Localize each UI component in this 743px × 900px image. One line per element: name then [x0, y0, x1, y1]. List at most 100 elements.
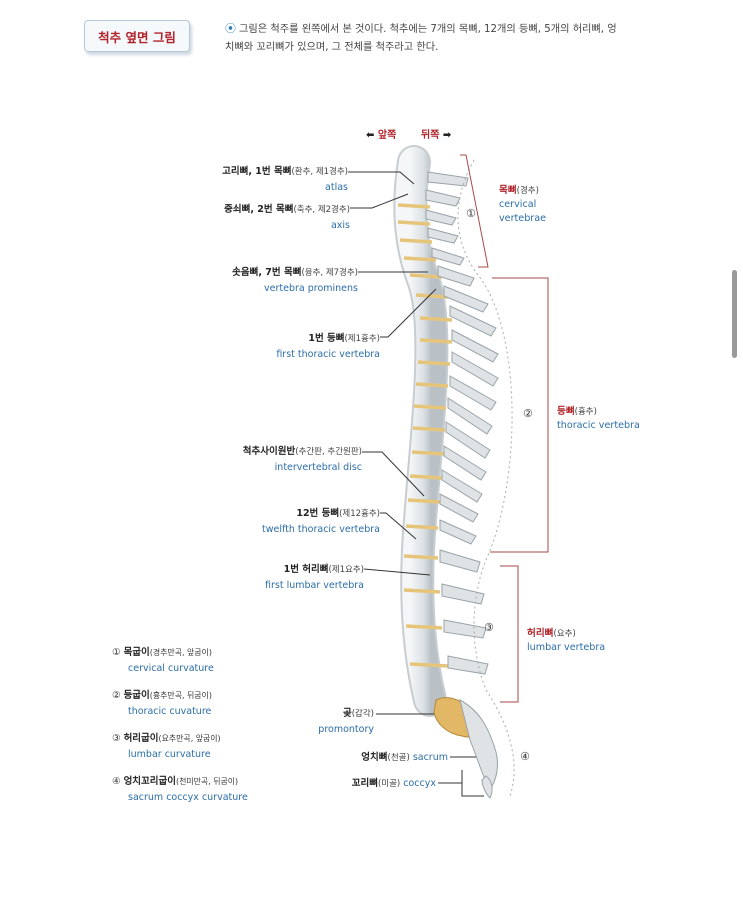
region-cervical: 목뼈(경추) cervical vertebrae: [499, 184, 546, 226]
label-sacrum: 엉치뼈(천골) sacrum: [250, 750, 448, 766]
label-coccyx-ko: 꼬리뼈: [351, 778, 378, 789]
intro-line-2: 치뼈와 꼬리뼈가 있으며, 그 전체를 척주라고 한다.: [225, 42, 439, 53]
label-twelfth-thoracic-sub: (제12흉추): [339, 509, 380, 519]
region-lumbar: 허리뼈(요추) lumbar vertebra: [527, 627, 605, 655]
legend-item-2: ② 등굽이(흉추만곡, 뒤굽이) thoracic cuvature: [112, 688, 212, 720]
label-axis: 중쇠뼈, 2번 목뼈(축추, 제2경추) axis: [150, 202, 350, 233]
label-prominens-en: vertebra prominens: [264, 283, 358, 294]
region-lumbar-ko: 허리뼈: [527, 628, 554, 639]
label-sacrum-en: sacrum: [412, 752, 448, 763]
region-num-3: ③: [484, 621, 494, 634]
legend-item-1: ① 목굽이(경추만곡, 앞굽이) cervical curvature: [112, 645, 214, 677]
label-sacrum-sub: (천골): [387, 753, 410, 763]
label-axis-sub: (축추, 제2경추): [293, 205, 350, 215]
label-first-thoracic-sub: (제1흉추): [344, 334, 380, 344]
leader-axis: [350, 193, 409, 209]
label-first-lumbar: 1번 허리뼈(제1요추) first lumbar vertebra: [150, 562, 364, 593]
region-cervical-en1: cervical: [499, 199, 537, 210]
region-thoracic-en: thoracic vertebra: [557, 420, 640, 431]
legend-4-num: ④: [112, 776, 121, 787]
label-first-thoracic-en: first thoracic vertebra: [276, 349, 380, 360]
legend-3-en: lumbar curvature: [128, 749, 211, 760]
legend-3-sub: (요추만곡, 앞굽이): [158, 734, 221, 743]
bracket-lumbar: [500, 565, 519, 703]
leader-disc: [362, 451, 425, 497]
label-atlas-en: atlas: [325, 182, 348, 193]
leader-atlas: [348, 171, 415, 185]
label-first-thoracic-ko: 1번 등뼈: [308, 333, 345, 344]
leader-twelfth-thoracic: [380, 512, 417, 540]
label-first-thoracic: 1번 등뼈(제1흉추) first thoracic vertebra: [150, 331, 380, 362]
region-lumbar-en: lumbar vertebra: [527, 642, 606, 653]
label-sacrum-ko: 엉치뼈: [361, 752, 388, 763]
label-prominens: 솟음뼈, 7번 목뼈(융추, 제7경추) vertebra prominens: [150, 265, 358, 296]
label-prominens-ko: 솟음뼈, 7번 목뼈: [232, 267, 302, 278]
leader-first-lumbar: [363, 568, 431, 576]
leader-first-thoracic: [380, 288, 437, 338]
legend-item-4: ④ 엉치꼬리굽이(천미만곡, 뒤굽이) sacrum coccyx curvat…: [112, 774, 248, 806]
label-twelfth-thoracic-en: twelfth thoracic vertebra: [261, 524, 380, 535]
label-axis-ko: 중쇠뼈, 2번 목뼈: [224, 204, 294, 215]
coccyx-shape: [481, 775, 493, 799]
region-lumbar-sub: (요추): [553, 629, 576, 639]
direction-front: ⬅ 앞쪽: [366, 126, 396, 141]
legend-4-sub: (천미만곡, 뒤굽이): [176, 777, 239, 786]
label-coccyx-sub: (미골): [377, 779, 401, 789]
legend-1-ko: 목굽이: [123, 647, 150, 658]
region-num-1: ①: [466, 207, 476, 220]
legend-2-ko: 등굽이: [123, 690, 150, 701]
bracket-cervical: [460, 154, 489, 268]
label-prominens-sub: (융추, 제7경추): [301, 268, 358, 278]
legend-2-en: thoracic cuvature: [128, 706, 212, 717]
label-promontory-en: promontory: [318, 724, 374, 735]
region-num-2: ②: [523, 407, 533, 420]
label-promontory-ko: 곶: [342, 708, 352, 719]
label-atlas-sub: (환추, 제1경추): [291, 167, 348, 177]
label-axis-en: axis: [330, 220, 350, 231]
label-disc-ko: 척추사이원반: [242, 446, 296, 457]
page-title: 척추 옆면 그림: [84, 20, 190, 52]
legend-3-ko: 허리굽이: [123, 733, 159, 744]
direction-back: 뒤쪽 ➡: [421, 126, 451, 141]
label-coccyx-en: coccyx: [403, 778, 436, 789]
legend-2-num: ②: [112, 690, 121, 701]
label-disc-sub: (추간판, 추간원판): [295, 447, 362, 457]
label-disc: 척추사이원반(추간판, 추간원판) intervertebral disc: [150, 444, 362, 475]
label-coccyx: 꼬리뼈(미골) coccyx: [250, 776, 436, 792]
leader-coccyx: [438, 770, 484, 797]
label-promontory-sub: (갑각): [351, 709, 374, 719]
arrow-right-icon: ➡: [442, 130, 452, 141]
region-cervical-en2: vertebrae: [499, 213, 547, 224]
legend-item-3: ③ 허리굽이(요추만곡, 앞굽이) lumbar curvature: [112, 731, 221, 763]
legend-3-num: ③: [112, 733, 121, 744]
label-disc-en: intervertebral disc: [274, 462, 362, 473]
legend-4-en: sacrum coccyx curvature: [128, 792, 248, 803]
scrollbar[interactable]: [732, 270, 737, 358]
label-first-lumbar-ko: 1번 허리뼈: [283, 564, 329, 575]
region-cervical-sub: (경추): [516, 186, 539, 196]
sacrum-posterior: [459, 699, 499, 791]
label-twelfth-thoracic: 12번 등뼈(제12흉추) twelfth thoracic vertebra: [150, 506, 380, 537]
legend-1-sub: (경추만곡, 앞굽이): [149, 648, 212, 657]
label-promontory: 곶(갑각) promontory: [250, 706, 374, 737]
legend-1-num: ①: [112, 647, 121, 658]
legend-2-sub: (흉추만곡, 뒤굽이): [149, 691, 212, 700]
label-atlas-ko: 고리뼈, 1번 목뼈: [222, 166, 292, 177]
legend-1-en: cervical curvature: [128, 663, 214, 674]
region-thoracic-sub: (흉추): [574, 407, 597, 417]
label-first-lumbar-sub: (제1요추): [328, 565, 364, 575]
region-thoracic: 등뼈(흉추) thoracic vertebra: [557, 405, 640, 433]
bracket-thoracic: [490, 277, 549, 553]
intervertebral-discs: [397, 203, 453, 668]
label-atlas: 고리뼈, 1번 목뼈(환추, 제1경추) atlas: [150, 164, 348, 195]
label-twelfth-thoracic-ko: 12번 등뼈: [296, 508, 340, 519]
region-num-4: ④: [520, 750, 530, 763]
direction-back-label: 뒤쪽: [421, 130, 440, 141]
label-first-lumbar-en: first lumbar vertebra: [265, 580, 364, 591]
arrow-left-icon: ⬅: [366, 130, 375, 141]
region-thoracic-ko: 등뼈: [557, 406, 575, 417]
intro-text: ⦿그림은 척주를 왼쪽에서 본 것이다. 척추에는 7개의 목뼈, 12개의 등…: [225, 20, 705, 57]
legend-4-ko: 엉치꼬리굽이: [123, 776, 177, 787]
spinous-processes: [425, 171, 499, 675]
